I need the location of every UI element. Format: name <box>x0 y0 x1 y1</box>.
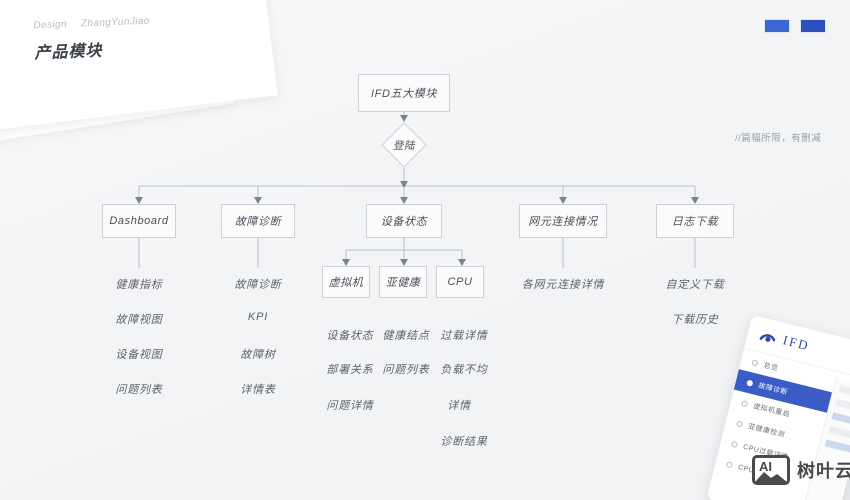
node-log-download-label: 日志下载 <box>671 216 719 228</box>
leaf-item[interactable]: 问题列表 <box>382 364 430 376</box>
node-device-status-label: 设备状态 <box>380 216 428 228</box>
bullet-icon <box>725 460 734 468</box>
ifd-logo-icon <box>759 334 776 344</box>
leaf-item[interactable]: 故障视图 <box>115 314 163 326</box>
credit-name: ZhangYunJiao <box>80 15 151 30</box>
leaf-item[interactable]: 详情 <box>447 400 471 412</box>
leaf-item[interactable]: 诊断结果 <box>440 436 488 448</box>
node-dashboard[interactable]: Dashboard <box>102 204 176 238</box>
node-dashboard-label: Dashboard <box>109 215 169 227</box>
app-logo-text: IFD <box>781 332 812 354</box>
leaf-item[interactable]: 健康指标 <box>115 279 163 291</box>
leaf-item[interactable]: 部署关系 <box>326 364 374 376</box>
watermark: AI 树叶云 <box>752 455 850 485</box>
node-gate: 登陆 <box>374 135 434 155</box>
app-menu-label: 故障诊断 <box>757 382 789 397</box>
node-root[interactable]: IFD五大模块 <box>358 74 450 112</box>
leaf-item[interactable]: 问题详情 <box>326 400 374 412</box>
bullet-icon <box>731 440 739 448</box>
node-network-element-connection[interactable]: 网元连接情况 <box>519 204 607 238</box>
ai-image-icon: AI <box>752 455 790 485</box>
bullet-icon <box>736 419 744 428</box>
node-network-element-connection-label: 网元连接情况 <box>528 216 598 228</box>
node-fault-diagnosis-label: 故障诊断 <box>234 216 282 228</box>
node-sub-health[interactable]: 亚健康 <box>379 266 427 298</box>
leaf-item[interactable]: 自定义下载 <box>665 279 725 291</box>
watermark-text: 树叶云 <box>797 461 850 481</box>
node-fault-diagnosis[interactable]: 故障诊断 <box>221 204 295 238</box>
brand-marks <box>764 19 826 33</box>
leaf-item[interactable]: 详情表 <box>240 384 276 396</box>
leaf-item[interactable]: 各网元连接详情 <box>521 279 605 291</box>
leaf-item[interactable]: 过载详情 <box>440 330 488 342</box>
leaf-item[interactable]: 问题列表 <box>115 384 163 396</box>
credit-label: Design <box>33 18 68 32</box>
bullet-icon <box>746 379 754 387</box>
leaf-item[interactable]: 设备状态 <box>326 330 374 342</box>
bullet-icon <box>751 358 759 366</box>
app-mockup-screen: IFD 总览 故障诊断 虚拟机重启 亚健康检测 CPU过载详情 <box>706 314 850 500</box>
ai-icon-label: AI <box>759 459 772 474</box>
leaf-item[interactable]: 设备视图 <box>115 349 163 361</box>
app-menu-label: 总览 <box>762 361 780 373</box>
app-header: IFD <box>743 314 850 381</box>
app-mockup: IFD 总览 故障诊断 虚拟机重启 亚健康检测 CPU过载详情 <box>704 314 850 500</box>
brand-mark-left <box>764 19 790 33</box>
hill-icon <box>755 472 787 482</box>
node-root-label: IFD五大模块 <box>371 88 437 100</box>
node-virtual-machine-label: 虚拟机 <box>328 277 364 289</box>
leaf-item[interactable]: 健康结点 <box>382 330 430 342</box>
leaf-item[interactable]: 故障诊断 <box>234 279 282 291</box>
node-cpu-label: CPU <box>447 276 473 288</box>
note-text: //篇幅所限，有删减 <box>735 133 822 144</box>
leaf-item[interactable]: 故障树 <box>240 349 276 361</box>
node-device-status[interactable]: 设备状态 <box>366 204 442 238</box>
node-sub-health-label: 亚健康 <box>385 277 421 289</box>
node-cpu[interactable]: CPU <box>436 266 484 298</box>
leaf-item[interactable]: 负载不均 <box>440 364 488 376</box>
bullet-icon <box>741 399 749 407</box>
node-log-download[interactable]: 日志下载 <box>656 204 734 238</box>
leaf-item[interactable]: KPI <box>247 311 269 323</box>
brand-mark-right <box>800 19 826 33</box>
page-title: 产品模块 <box>34 42 103 63</box>
node-gate-label: 登陆 <box>392 139 416 152</box>
header-text-group: Design ZhangYunJiao 产品模块 <box>33 16 151 63</box>
leaf-item[interactable]: 下载历史 <box>671 314 719 326</box>
node-virtual-machine[interactable]: 虚拟机 <box>322 266 370 298</box>
